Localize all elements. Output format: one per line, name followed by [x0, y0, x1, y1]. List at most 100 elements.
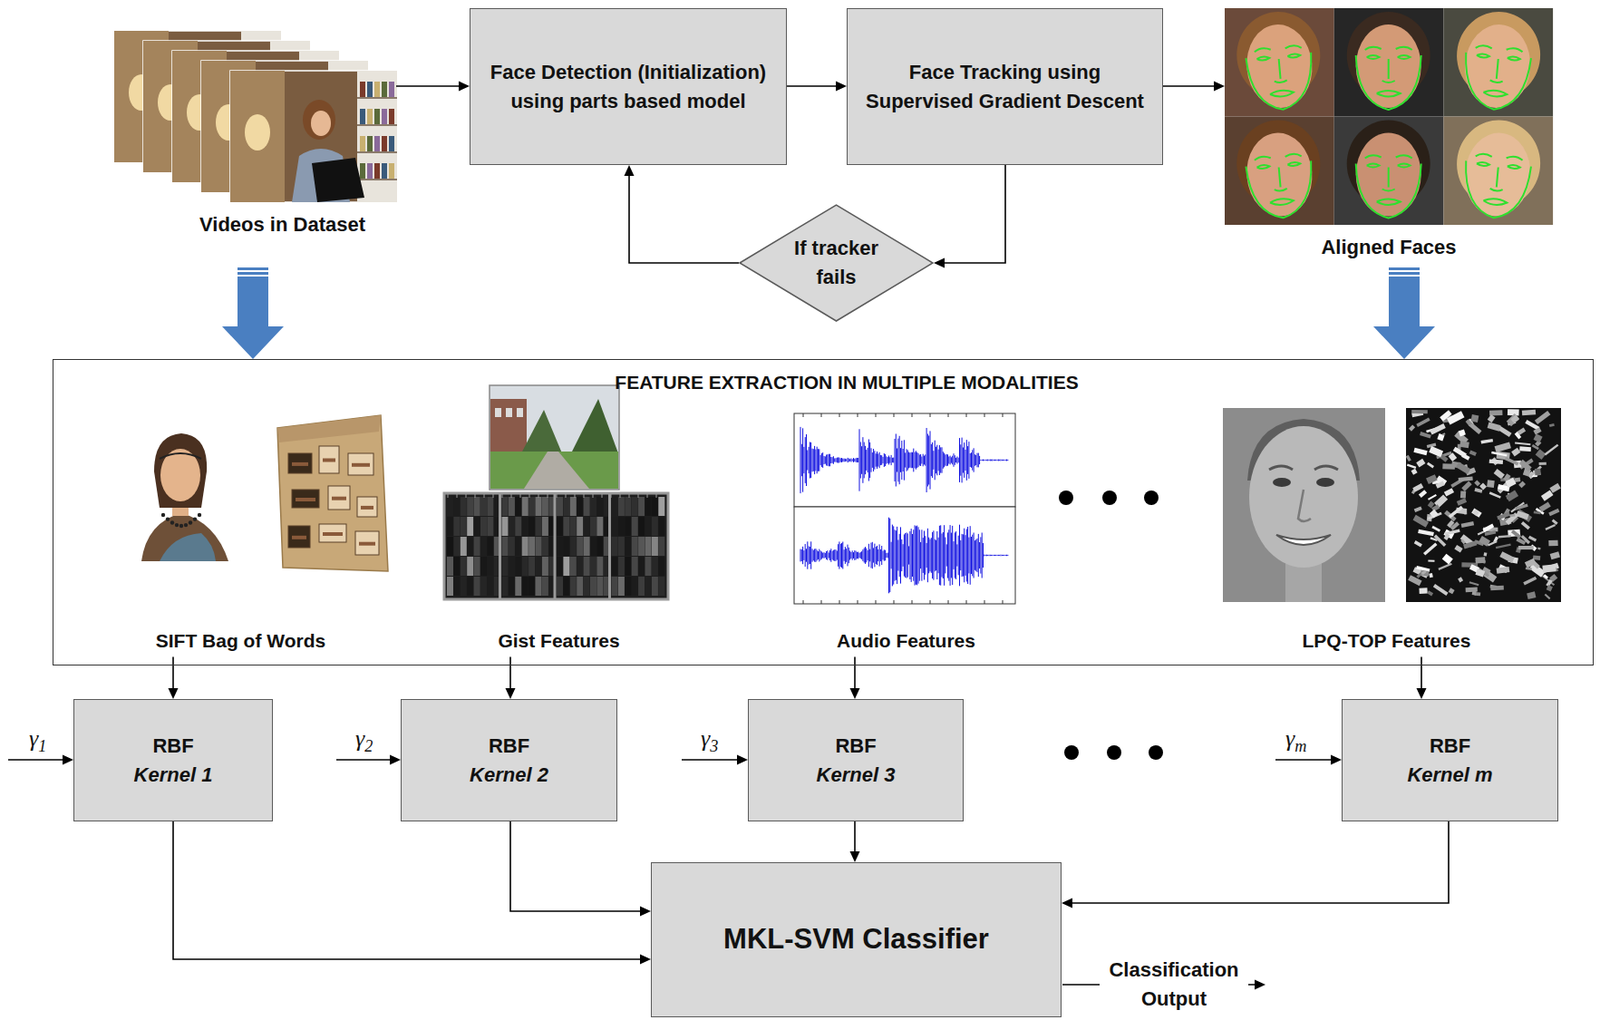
drawing-part — [374, 135, 380, 152]
drawing-part — [1521, 521, 1531, 530]
landmark-line — [1356, 164, 1422, 219]
drawing-part — [529, 493, 531, 498]
drawing-part — [638, 556, 645, 576]
drawing-part — [1490, 585, 1504, 591]
drawing-part — [188, 520, 193, 524]
box-label: Kernel 3 — [816, 760, 896, 790]
landmark-line — [1476, 53, 1490, 59]
box-label: Kernel 1 — [134, 760, 214, 790]
drawing-part — [474, 556, 481, 576]
arrow-stripe — [237, 267, 269, 271]
connector — [168, 657, 179, 700]
drawing-part — [1551, 519, 1559, 525]
drawing-part — [522, 556, 529, 576]
landmark-line — [1270, 197, 1294, 206]
landmark-line — [1397, 55, 1411, 59]
drawing-part — [631, 576, 639, 596]
drawing-part — [651, 516, 659, 536]
drawing-part — [574, 493, 576, 498]
landmark-line — [1365, 155, 1382, 158]
drawing-part — [328, 485, 350, 510]
box-label: Kernel 2 — [469, 760, 549, 790]
drawing-part — [474, 536, 481, 556]
drawing-part — [562, 576, 570, 596]
drawing-part — [1275, 758, 1331, 761]
drawing-part — [1334, 8, 1445, 117]
drawing-part — [1448, 587, 1455, 594]
drawing-part — [161, 513, 165, 517]
drawing-part — [1443, 533, 1450, 541]
drawing-part — [1421, 570, 1427, 576]
drawing-part — [230, 70, 285, 203]
drawing-part — [1419, 431, 1432, 438]
drawing-part — [590, 556, 597, 576]
drawing-part — [522, 496, 529, 516]
drawing-part — [288, 453, 312, 474]
drawing-part — [466, 516, 474, 536]
drawing-part — [608, 494, 611, 599]
drawing-part — [1519, 446, 1532, 452]
landmark-line — [1507, 164, 1521, 169]
drawing-part — [381, 81, 388, 97]
drawing-part — [1316, 477, 1335, 487]
drawing-part — [1242, 130, 1316, 220]
connector — [1416, 657, 1427, 700]
drawing-part — [456, 493, 458, 498]
drawing-part — [460, 496, 467, 516]
drawing-part — [1448, 452, 1458, 462]
drawing-part — [514, 496, 522, 516]
drawing-part — [618, 536, 625, 556]
drawing-part — [1442, 432, 1446, 436]
drawing-part — [651, 556, 659, 576]
drawing-part — [521, 409, 563, 454]
arrowhead — [933, 258, 945, 269]
drawing-part — [562, 556, 570, 576]
drawing-part — [1548, 540, 1558, 547]
drawing-part — [1269, 465, 1339, 470]
drawing-part — [359, 163, 366, 179]
drawing-part — [1470, 414, 1479, 423]
drawing-part — [794, 413, 1016, 507]
drawing-part — [230, 70, 398, 203]
drawing-part — [620, 493, 621, 498]
drawing-part — [1446, 520, 1455, 529]
decision-diamond: If tracker fails — [738, 203, 934, 322]
classifier-box: MKL-SVM Classifier — [650, 862, 1062, 1018]
drawing-part — [1521, 534, 1531, 544]
landmark-line — [1245, 160, 1316, 221]
drawing-part — [1249, 426, 1358, 568]
connector — [850, 821, 861, 863]
drawing-part — [1460, 490, 1466, 498]
drawing-part — [631, 496, 639, 516]
drawing-part — [542, 516, 549, 536]
drawing-part — [583, 496, 591, 516]
arrow-stripe — [237, 271, 269, 275]
landmark-line — [1506, 155, 1523, 161]
drawing-part — [319, 523, 347, 543]
landmark-line — [1506, 47, 1523, 52]
drawing-part — [570, 496, 577, 516]
drawing-part — [522, 516, 529, 536]
drawing-part — [638, 576, 645, 596]
drawing-part — [638, 516, 645, 536]
drawing-part — [1489, 458, 1504, 465]
drawing-part — [336, 758, 390, 761]
landmark-line — [1396, 155, 1413, 158]
drawing-part — [1412, 483, 1424, 493]
drawing-part — [803, 600, 805, 604]
connector-line — [853, 657, 856, 689]
drawing-part — [159, 453, 202, 459]
drawing-part — [839, 413, 841, 417]
arrowhead — [168, 688, 179, 699]
landmark-line — [1254, 155, 1271, 161]
image-caption: Aligned Faces — [1320, 234, 1456, 261]
drawing-part — [522, 576, 529, 596]
drawing-part — [1439, 409, 1452, 421]
drawing-part — [444, 493, 669, 600]
drawing-part — [359, 108, 366, 125]
drawing-part — [1499, 551, 1514, 563]
drawing-part — [453, 556, 460, 576]
drawing-part — [1504, 477, 1516, 488]
drawing-part — [351, 463, 370, 467]
